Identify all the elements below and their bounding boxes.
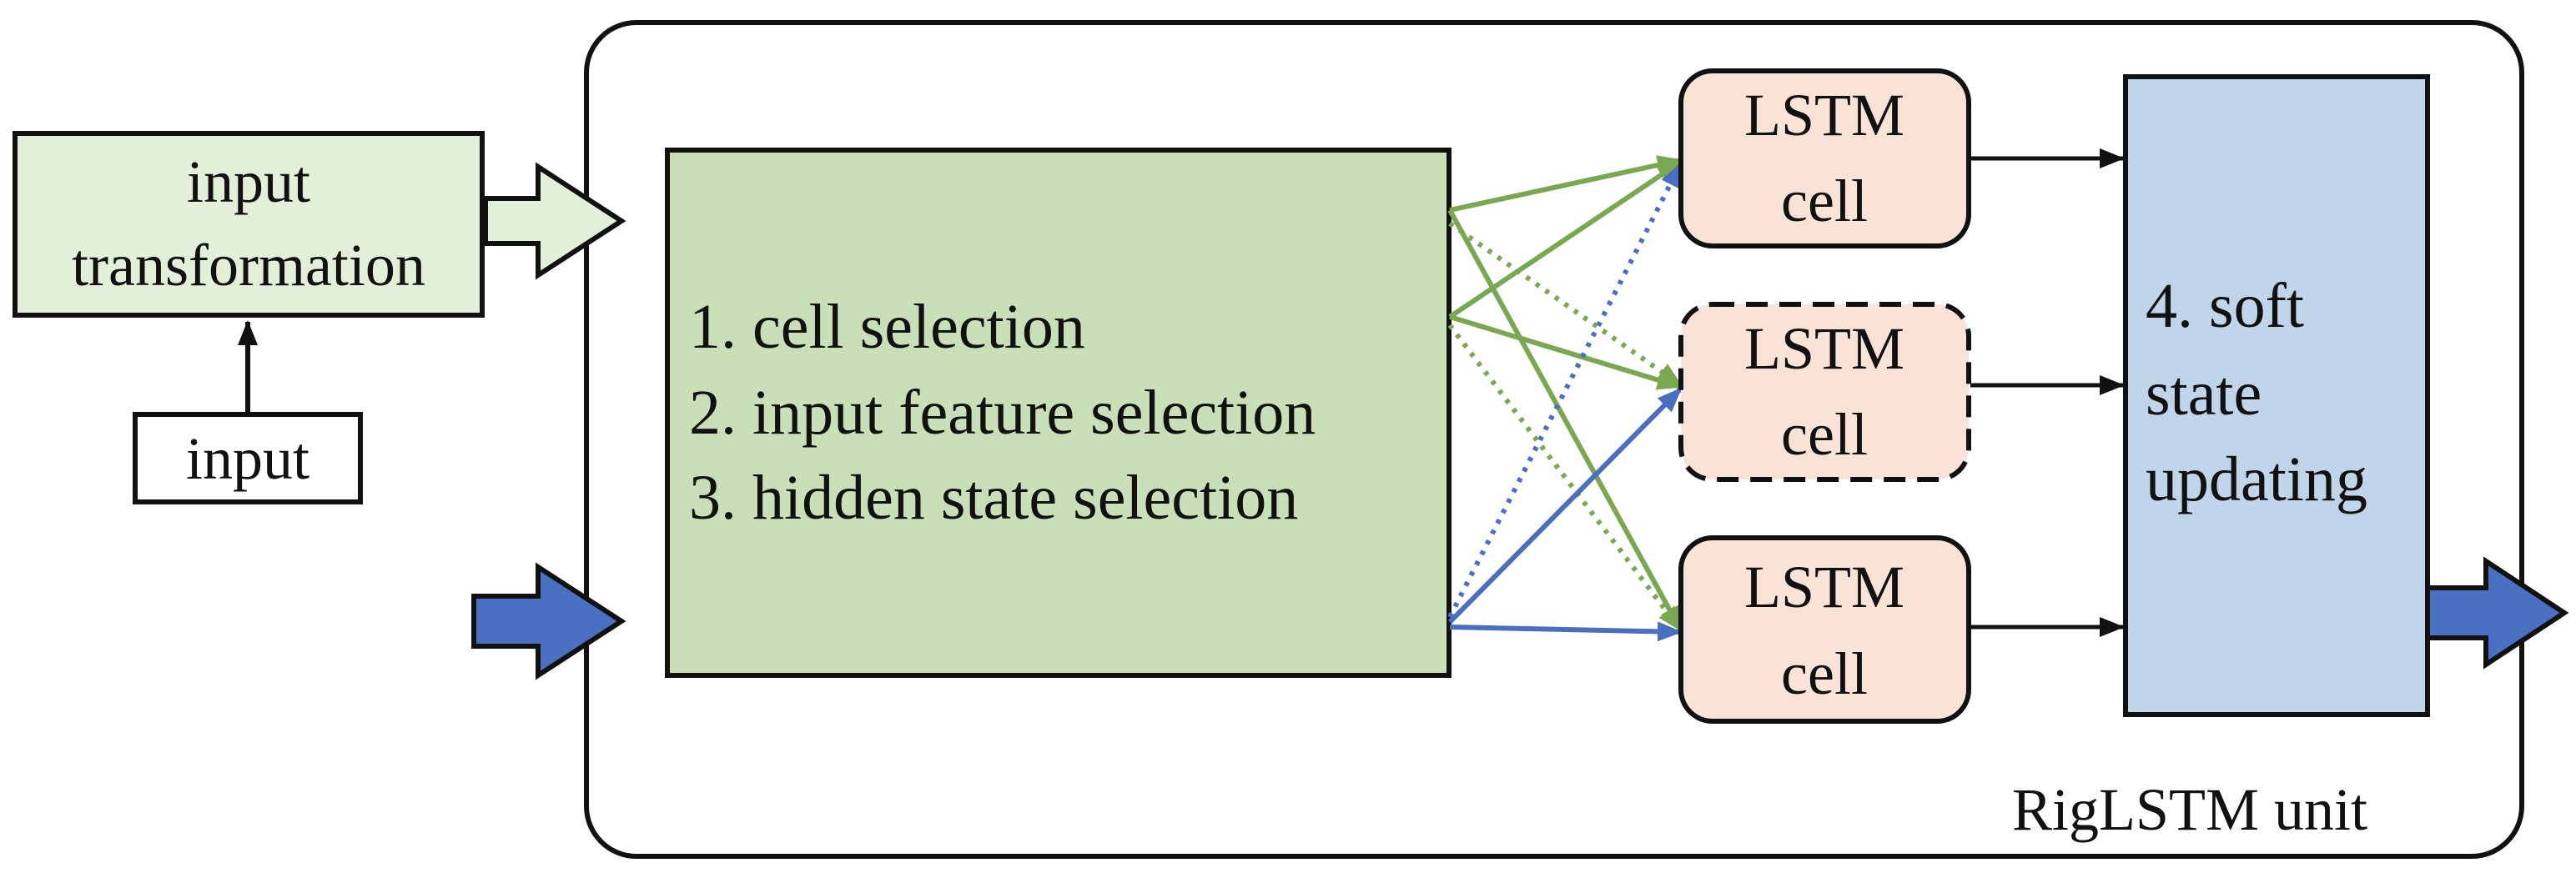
arrow-icon (1447, 386, 1683, 625)
soft-state-label-1: 4. soft (2146, 271, 2304, 341)
block-arrow-icon (471, 562, 626, 680)
lstm-cell-1-label-1: LSTM (1744, 82, 1904, 148)
block-arrow-icon (483, 162, 626, 280)
step-cell-selection: 1. cell selection (689, 292, 1085, 362)
step-input-feature-selection: 2. input feature selection (689, 378, 1316, 448)
arrow-icon (1448, 159, 1683, 319)
arrow-icon (1449, 155, 1683, 213)
soft-state-updating-box (2123, 74, 2430, 717)
lstm-cell-3-label-1: LSTM (1744, 554, 1904, 620)
lstm-cell-1 (1678, 68, 1971, 248)
selection-box (665, 148, 1452, 678)
input-box (133, 412, 363, 504)
arrow-icon (1448, 221, 1683, 388)
lstm-cell-2-label-1: LSTM (1744, 315, 1904, 382)
lstm-cell-1-label-2: cell (1781, 168, 1868, 234)
arrow-icon (1449, 314, 1683, 390)
lstm-cell-2 (1678, 302, 1971, 482)
lstm-cell-3 (1678, 535, 1971, 724)
lstm-cell-2-label-2: cell (1781, 401, 1868, 468)
step-hidden-state-selection: 3. hidden state selection (689, 463, 1298, 533)
riglstm-unit-label: RigLSTM unit (2012, 776, 2367, 843)
input-transformation-box (13, 131, 485, 318)
arrow-icon (1447, 162, 1683, 619)
soft-state-label-3: updating (2146, 444, 2367, 514)
input-transformation-label-1: input (187, 148, 310, 215)
soft-state-label-2: state (2146, 359, 2262, 429)
input-label: input (186, 425, 309, 492)
arrow-icon (1447, 324, 1683, 632)
input-transformation-label-2: transformation (72, 232, 425, 299)
block-arrow-icon (2425, 556, 2569, 670)
riglstm-unit-container (584, 20, 2524, 859)
lstm-cell-3-label-2: cell (1781, 640, 1868, 707)
arrow-icon (1449, 621, 1683, 642)
arrow-icon (1447, 208, 1683, 632)
